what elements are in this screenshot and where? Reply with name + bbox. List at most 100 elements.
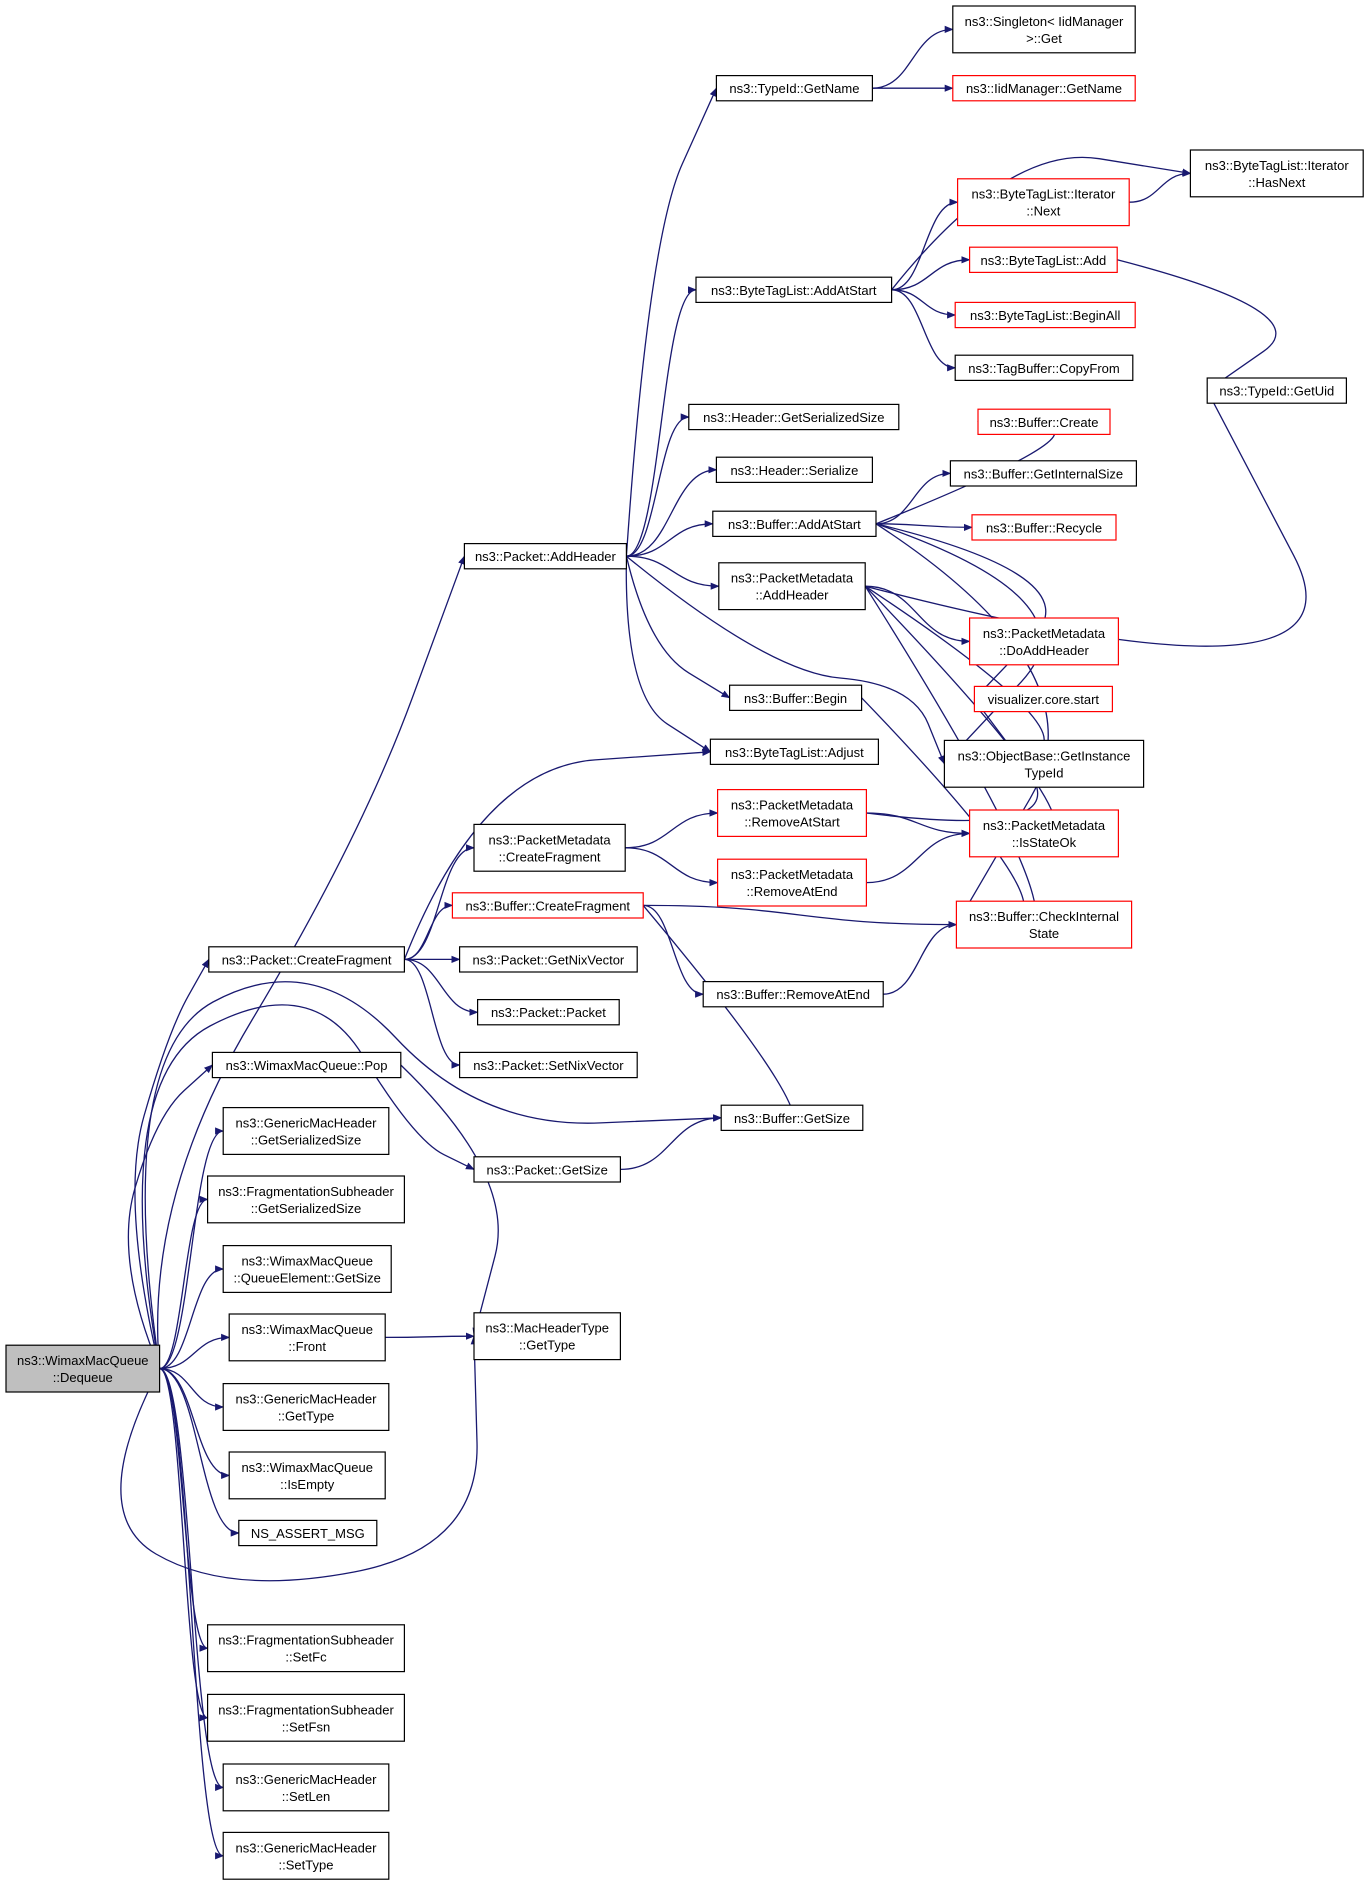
edges (120, 25, 1307, 1860)
edge-pm_createfragment-to-pm_removeatend (625, 847, 719, 887)
node-packet_setnixvector[interactable]: ns3::Packet::SetNixVector (459, 1051, 638, 1079)
edge-pm_addheader-to-pm_doaddheader (865, 585, 971, 645)
node-label-line: ::CreateFragment (499, 849, 601, 864)
node-label-line: ::IsStateOk (1012, 835, 1077, 850)
node-dequeue[interactable]: ns3::WimaxMacQueue::Dequeue (5, 1344, 161, 1393)
node-packet_getsize[interactable]: ns3::Packet::GetSize (473, 1156, 621, 1183)
node-fsh_getserializedsize[interactable]: ns3::FragmentationSubheader::GetSerializ… (207, 1175, 406, 1224)
node-box (702, 980, 884, 1008)
node-gmh_setlen[interactable]: ns3::GenericMacHeader::SetLen (222, 1763, 390, 1812)
edge-pm_createfragment-to-pm_removeatstart (625, 809, 719, 849)
node-typeid_getname[interactable]: ns3::TypeId::GetName (715, 74, 874, 102)
node-front[interactable]: ns3::WimaxMacQueue::Front (228, 1313, 386, 1362)
node-box (720, 1104, 864, 1131)
node-box (222, 1382, 390, 1431)
node-label-line: ns3::WimaxMacQueue (241, 1322, 373, 1337)
node-tagbuffer_copyfrom[interactable]: ns3::TagBuffer::CopyFrom (954, 354, 1134, 382)
node-packet_createfragment[interactable]: ns3::Packet::CreateFragment (208, 946, 406, 973)
edge-buffer_createfragment-to-buffer_removeatend (643, 904, 705, 998)
node-buffer_create[interactable]: ns3::Buffer::Create (977, 408, 1111, 436)
node-label-line: ::GetType (278, 1409, 334, 1424)
node-box (715, 456, 874, 484)
node-packet_packet[interactable]: ns3::Packet::Packet (477, 998, 620, 1026)
node-label-line: ns3::IidManager::GetName (966, 81, 1122, 96)
node-ns_assert_msg[interactable]: NS_ASSERT_MSG (238, 1519, 378, 1547)
node-visualizer_core_start[interactable]: visualizer.core.start (973, 685, 1114, 713)
node-pm_addheader[interactable]: ns3::PacketMetadata::AddHeader (718, 562, 866, 611)
node-label-line: ns3::Header::GetSerializedSize (703, 410, 884, 425)
node-pm_isstateok[interactable]: ns3::PacketMetadata::IsStateOk (968, 809, 1119, 858)
node-fsh_setfc[interactable]: ns3::FragmentationSubheader::SetFc (207, 1624, 406, 1673)
node-box (716, 788, 867, 837)
node-buffer_getsize[interactable]: ns3::Buffer::GetSize (720, 1104, 864, 1131)
node-label-line: ::GetSerializedSize (251, 1133, 362, 1148)
edge-typeid_getname-to-singleton_get (872, 25, 954, 89)
node-fsh_setfsn[interactable]: ns3::FragmentationSubheader::SetFsn (207, 1693, 406, 1742)
node-pm_removeatstart[interactable]: ns3::PacketMetadata::RemoveAtStart (716, 788, 867, 837)
node-pm_createfragment[interactable]: ns3::PacketMetadata::CreateFragment (473, 823, 626, 872)
node-box (968, 617, 1119, 666)
node-buffer_removeatend[interactable]: ns3::Buffer::RemoveAtEnd (702, 980, 884, 1008)
node-packet_addheader[interactable]: ns3::Packet::AddHeader (463, 542, 627, 570)
edge-dequeue-to-gmh_settype (159, 1367, 225, 1860)
node-box (459, 1051, 638, 1079)
node-label-line: ns3::TypeId::GetName (729, 81, 859, 96)
node-gmh_gettype[interactable]: ns3::GenericMacHeader::GetType (222, 1382, 390, 1431)
edge-btl_addatstart-to-btl_beginall (891, 289, 957, 319)
node-label-line: ns3::WimaxMacQueue (241, 1254, 373, 1269)
edge-dequeue-to-qe_getsize (159, 1265, 225, 1370)
edge-packet_createfragment-to-packet_packet (404, 958, 479, 1016)
node-box (222, 1106, 390, 1155)
node-btl_add[interactable]: ns3::ByteTagList::Add (968, 246, 1118, 273)
edge-packet_addheader-to-pm_addheader (626, 555, 720, 590)
node-label-line: ns3::PacketMetadata (731, 798, 854, 813)
node-buffer_getinternalsize[interactable]: ns3::Buffer::GetInternalSize (949, 460, 1138, 487)
node-pop[interactable]: ns3::WimaxMacQueue::Pop (211, 1051, 402, 1079)
node-buffer_addatstart[interactable]: ns3::Buffer::AddAtStart (712, 510, 877, 538)
node-qe_getsize[interactable]: ns3::WimaxMacQueue::QueueElement::GetSiz… (222, 1244, 392, 1293)
edge-dequeue-to-gmh_getserializedsize (159, 1127, 225, 1370)
node-btl_adjust[interactable]: ns3::ByteTagList::Adjust (709, 738, 880, 766)
node-gmh_settype[interactable]: ns3::GenericMacHeader::SetType (222, 1831, 390, 1880)
node-buffer_recycle[interactable]: ns3::Buffer::Recycle (971, 514, 1117, 541)
node-isempty[interactable]: ns3::WimaxMacQueue::IsEmpty (228, 1451, 386, 1500)
node-box (715, 74, 874, 102)
node-singleton_get[interactable]: ns3::Singleton< IidManager >::Get (952, 5, 1136, 54)
edge-buffer_createfragment-to-buffer_getsize (642, 904, 795, 1131)
edge-packet_addheader-to-typeid_getname (625, 87, 717, 557)
node-box (954, 301, 1136, 329)
node-packet_getnixvector[interactable]: ns3::Packet::GetNixVector (459, 946, 638, 973)
node-label-line: ::RemoveAtEnd (746, 884, 837, 899)
node-typeid_getuid[interactable]: ns3::TypeId::GetUid (1206, 377, 1347, 404)
node-btl_beginall[interactable]: ns3::ByteTagList::BeginAll (954, 301, 1136, 329)
node-header_serialize[interactable]: ns3::Header::Serialize (715, 456, 874, 484)
node-label-line: ns3::Singleton< IidManager (965, 14, 1124, 29)
node-box (728, 684, 863, 712)
edge-dequeue-to-fsh_setfsn (159, 1367, 209, 1722)
edge-btl_addatstart-to-btl_iterator_next (891, 198, 959, 291)
node-pm_removeatend[interactable]: ns3::PacketMetadata::RemoveAtEnd (716, 858, 867, 907)
node-box (977, 408, 1111, 436)
node-buffer_createfragment[interactable]: ns3::Buffer::CreateFragment (451, 892, 644, 919)
node-label-line: visualizer.core.start (988, 692, 1100, 707)
node-gmh_getserializedsize[interactable]: ns3::GenericMacHeader::GetSerializedSize (222, 1106, 390, 1155)
node-box (952, 5, 1136, 54)
node-btl_iterator_next[interactable]: ns3::ByteTagList::Iterator::Next (956, 178, 1130, 227)
node-btl_iterator_hasnext[interactable]: ns3::ByteTagList::Iterator::HasNext (1189, 149, 1364, 198)
node-pm_doaddheader[interactable]: ns3::PacketMetadata::DoAddHeader (968, 617, 1119, 666)
node-label-line: ns3::PacketMetadata (731, 867, 854, 882)
node-buffer_begin[interactable]: ns3::Buffer::Begin (728, 684, 863, 712)
node-label-line: ns3::GenericMacHeader (236, 1840, 378, 1855)
node-header_getserializedsize[interactable]: ns3::Header::GetSerializedSize (688, 403, 900, 431)
node-macheadertype_gettype[interactable]: ns3::MacHeaderType::GetType (473, 1312, 621, 1361)
node-label-line: ns3::ByteTagList::Add (981, 253, 1107, 268)
node-box (712, 510, 877, 538)
node-label-line: ns3::PacketMetadata (983, 626, 1106, 641)
node-box (473, 1156, 621, 1183)
node-iidmanager_getname[interactable]: ns3::IidManager::GetName (952, 74, 1136, 102)
node-btl_addatstart[interactable]: ns3::ByteTagList::AddAtStart (695, 276, 893, 304)
node-label-line: ns3::ObjectBase::GetInstance (958, 748, 1131, 763)
edge-packet_addheader-to-buffer_addatstart (626, 520, 714, 557)
